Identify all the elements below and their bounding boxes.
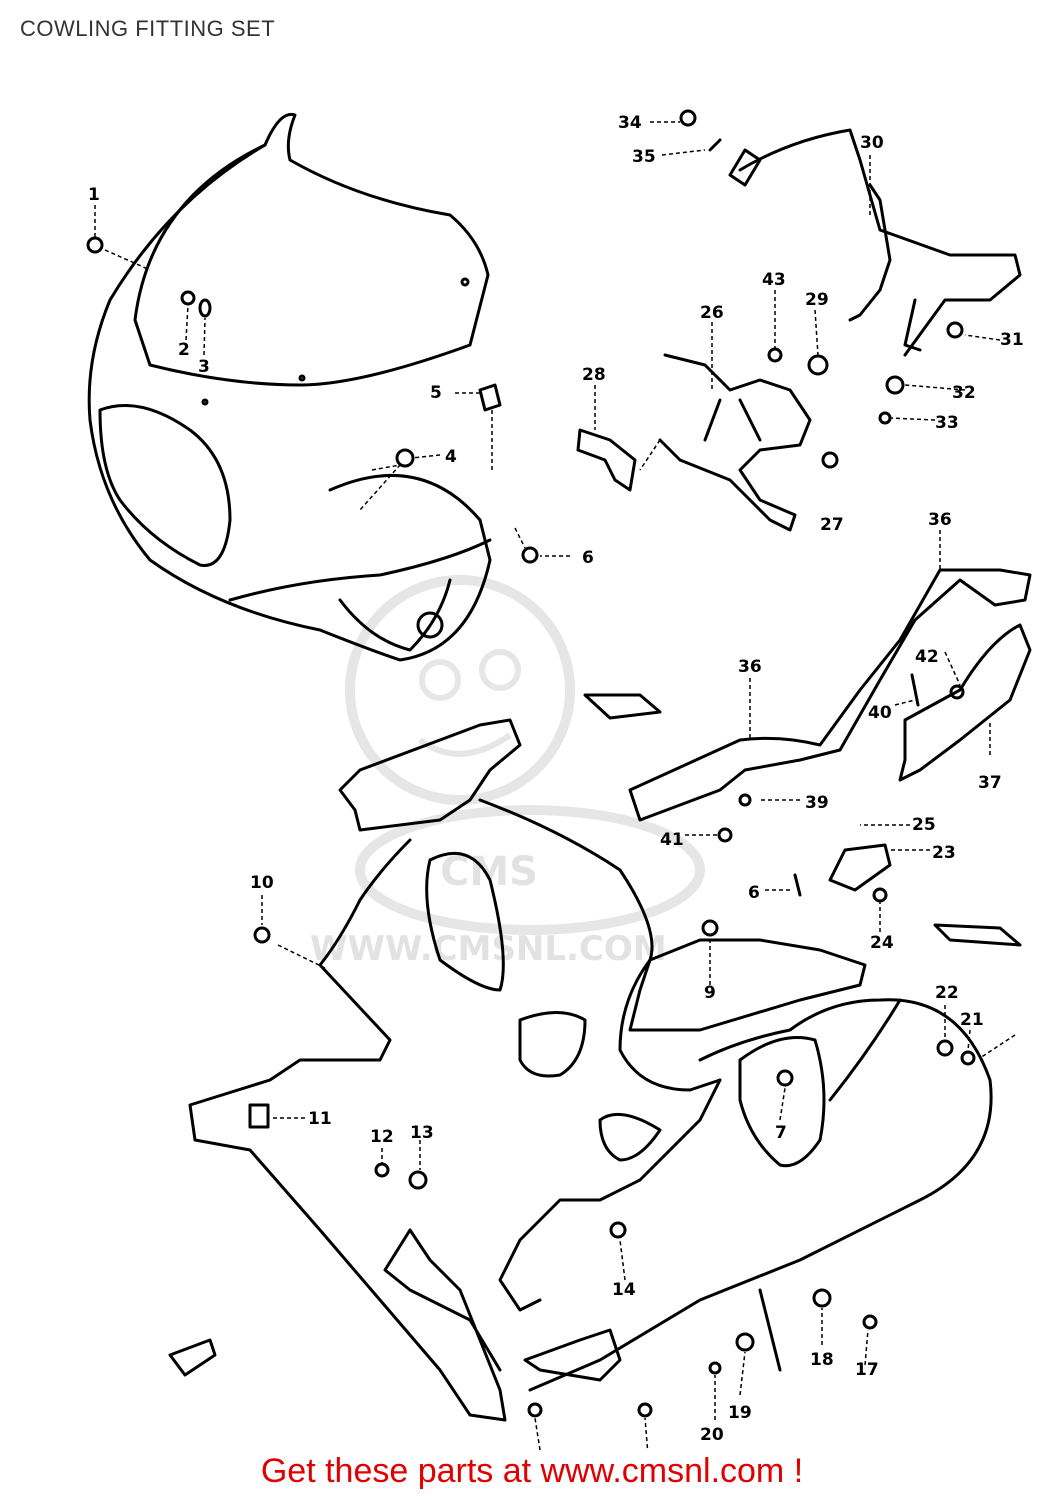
callout-36-lower: 36	[738, 657, 762, 677]
lower-cowling	[188, 798, 993, 1422]
upper-cowling	[87, 112, 492, 662]
callout-3: 3	[198, 357, 210, 377]
callout-9: 9	[704, 983, 716, 1003]
callout-40: 40	[868, 703, 892, 723]
callout-25: 25	[912, 815, 936, 835]
side-bracket	[933, 923, 1022, 947]
callout-36-upper: 36	[928, 510, 952, 530]
callout-27: 27	[820, 515, 844, 535]
cmsnl-parts-link[interactable]: Get these parts at www.cmsnl.com !	[260, 1452, 804, 1490]
leader-lines	[94, 121, 1016, 1450]
callout-21: 21	[960, 1010, 984, 1030]
callout-29: 29	[805, 290, 829, 310]
callout-28: 28	[582, 365, 606, 385]
callout-2: 2	[178, 340, 190, 360]
watermark-logo: CMS WWW.CMSNL.COM	[310, 575, 705, 969]
callout-24: 24	[870, 933, 894, 953]
bracket-23	[828, 843, 892, 892]
callout-17: 17	[855, 1360, 879, 1380]
callout-41: 41	[660, 830, 684, 850]
watermark-brand: CMS	[440, 849, 538, 895]
watermark-url: WWW.CMSNL.COM	[310, 929, 667, 969]
callout-6-lower: 6	[748, 883, 760, 903]
air-duct-pipes	[628, 568, 1032, 822]
callout-34: 34	[618, 113, 642, 133]
callout-26: 26	[700, 303, 724, 323]
page-title: COWLING FITTING SET	[20, 16, 276, 41]
callout-43: 43	[762, 270, 786, 290]
callout-7: 7	[775, 1123, 787, 1143]
callout-42: 42	[915, 647, 939, 667]
callout-labels: 1 2 3 4 5 6 6 7 8 9 10 11 12 13 14 15 16…	[88, 113, 1024, 1445]
callout-37: 37	[978, 773, 1002, 793]
callout-39: 39	[805, 793, 829, 813]
callout-33: 33	[935, 413, 959, 433]
callout-23: 23	[932, 843, 956, 863]
callout-5: 5	[430, 383, 442, 403]
callout-19: 19	[728, 1403, 752, 1423]
callout-32: 32	[952, 383, 976, 403]
callout-18: 18	[810, 1350, 834, 1370]
callout-13: 13	[410, 1123, 434, 1143]
callout-10: 10	[250, 873, 274, 893]
callout-22: 22	[935, 983, 959, 1003]
callout-30: 30	[860, 133, 884, 153]
callout-6-upper: 6	[582, 548, 594, 568]
stay-bracket	[728, 128, 1022, 357]
callout-35: 35	[632, 147, 656, 167]
inner-panel	[338, 693, 662, 832]
callout-31: 31	[1000, 330, 1024, 350]
exploded-parts-diagram: 1 2 3 4 5 6 6 7 8 9 10 11 12 13 14 15 16…	[86, 109, 1032, 1450]
callout-11: 11	[308, 1109, 332, 1129]
fasteners	[86, 109, 976, 1418]
small-clip	[168, 1338, 217, 1377]
callout-20: 20	[700, 1425, 724, 1445]
callout-4: 4	[445, 447, 457, 467]
callout-12: 12	[370, 1127, 394, 1147]
callout-1: 1	[88, 185, 100, 205]
center-bracket	[576, 353, 812, 532]
callout-14: 14	[612, 1280, 636, 1300]
